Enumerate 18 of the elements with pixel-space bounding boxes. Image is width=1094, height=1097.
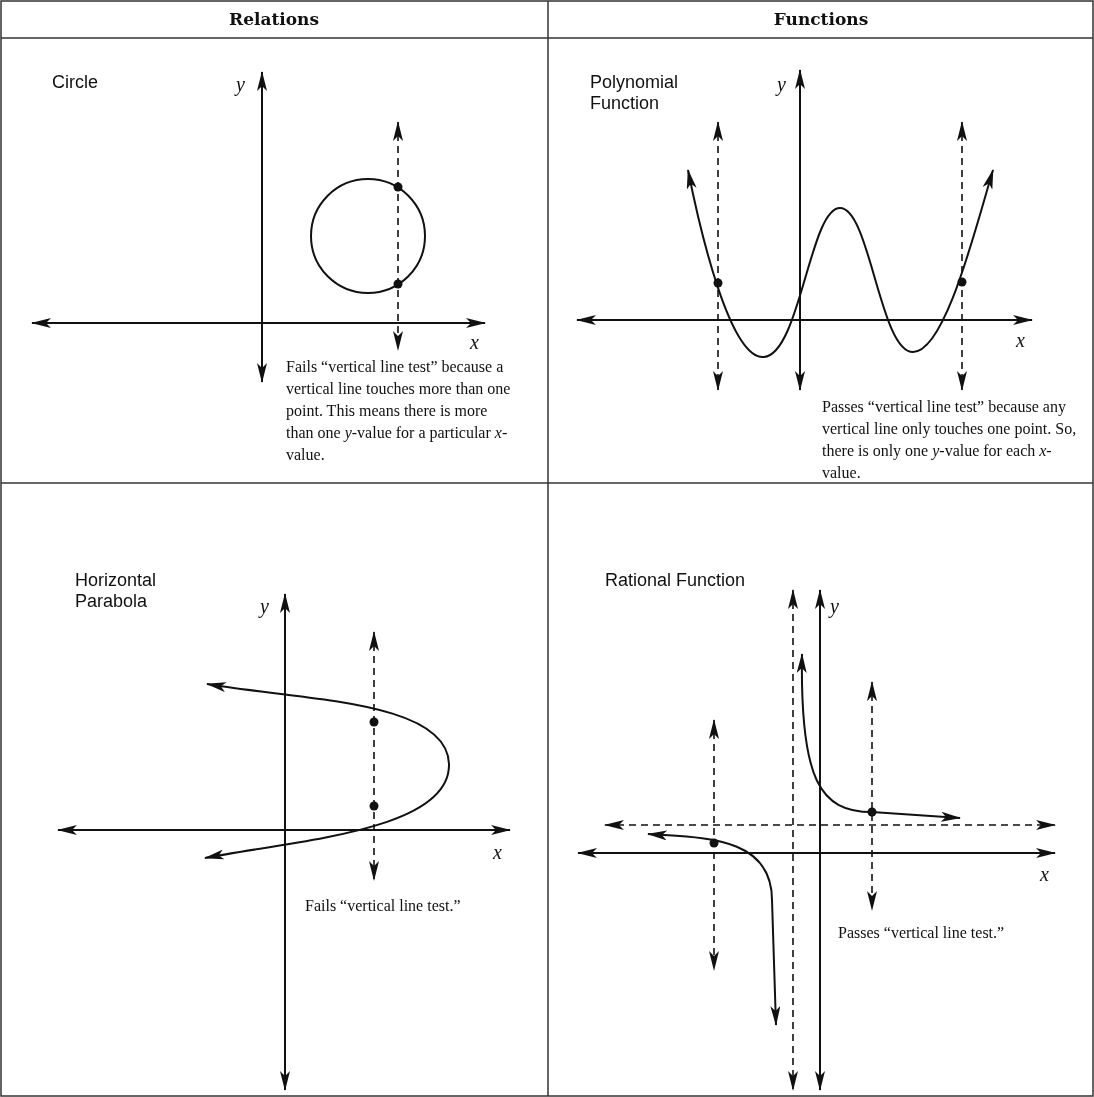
panel-title: Rational Function: [605, 570, 747, 591]
panel-title: Polynomial Function: [590, 72, 680, 114]
axis-label: y: [236, 74, 246, 94]
axis-label: x: [1016, 330, 1026, 350]
panel-title: Horizontal Parabola: [75, 570, 158, 612]
explanation-text: Fails “vertical line test.”: [305, 896, 462, 916]
axis-label: y: [830, 596, 840, 616]
axis-label: y: [777, 74, 787, 94]
axis-label: y: [260, 596, 270, 616]
explanation-text: Passes “vertical line test” because any vertical line only touches one point. So, there is only one y-value for each x-value.: [822, 397, 1077, 483]
axis-label: x: [470, 332, 480, 352]
axis-label: x: [493, 842, 503, 862]
column-header: Relations: [228, 9, 320, 29]
column-header: Functions: [772, 9, 870, 29]
axis-label: x: [1040, 864, 1050, 884]
explanation-text: Fails “vertical line test” because a vertical line touches more than one point. This means there is more than one y-value for a particular x-value.: [286, 357, 511, 465]
explanation-text: Passes “vertical line test.”: [838, 923, 1006, 943]
panel-title: Circle: [52, 72, 99, 93]
